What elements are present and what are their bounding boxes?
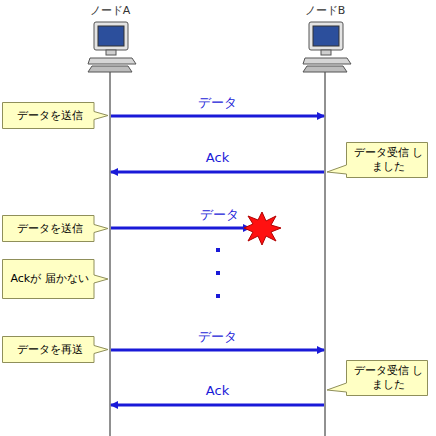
message-label: Ack: [163, 383, 273, 398]
callout-outline: [327, 361, 428, 396]
callout-text: データを再送: [17, 343, 83, 357]
callout-text: データ受信 しました: [349, 364, 428, 392]
continuation-dot: [216, 294, 220, 298]
message-label: データ: [200, 206, 239, 224]
callout-text-box: データを送信: [2, 102, 102, 129]
continuation-dot: [216, 248, 220, 252]
callout-text-box: データ受信 しました: [346, 142, 428, 178]
callout-box: データを送信: [2, 215, 102, 242]
callout-box: Ackが 届かない: [2, 259, 102, 299]
callout-outline: [3, 260, 109, 299]
callout-text-box: データ受信 しました: [346, 360, 428, 396]
lost-arrow: [111, 227, 250, 230]
callout-box: データを送信: [2, 102, 102, 129]
message-label: データ: [163, 328, 273, 346]
message-label: データ: [163, 94, 273, 112]
lifeline-node: ノードA: [109, 0, 111, 436]
node-label: ノードA: [64, 3, 156, 18]
callout-outline: [3, 103, 109, 129]
computer-icon: [88, 22, 136, 72]
callout-box: データ受信 しました: [346, 360, 428, 396]
node-label: ノードB: [279, 3, 371, 18]
lifeline: [325, 72, 326, 436]
computer-icon: [303, 22, 351, 72]
callout-text-box: Ackが 届かない: [2, 259, 102, 299]
loss-explosion: [244, 212, 281, 245]
message-arrow: [111, 349, 324, 352]
callout-box: データを再送: [2, 336, 102, 363]
message-arrow: [111, 404, 324, 407]
callout-text-box: データを送信: [2, 215, 102, 242]
message-arrow: [111, 115, 324, 118]
lifeline-node: ノードB: [324, 0, 326, 436]
callout-text: データ受信 しました: [349, 146, 428, 174]
callout-outline: [327, 143, 428, 178]
lifeline: [110, 72, 111, 436]
callout-text: データを送信: [17, 109, 83, 123]
callout-text: データを送信: [17, 222, 83, 236]
callout-text: Ackが 届かない: [10, 272, 88, 286]
callout-outline: [3, 337, 109, 363]
callout-box: データ受信 しました: [346, 142, 428, 178]
continuation-dot: [216, 271, 220, 275]
message-label: Ack: [163, 150, 273, 165]
callout-text-box: データを再送: [2, 336, 102, 363]
callout-outline: [3, 216, 109, 242]
message-arrow: [111, 171, 324, 174]
